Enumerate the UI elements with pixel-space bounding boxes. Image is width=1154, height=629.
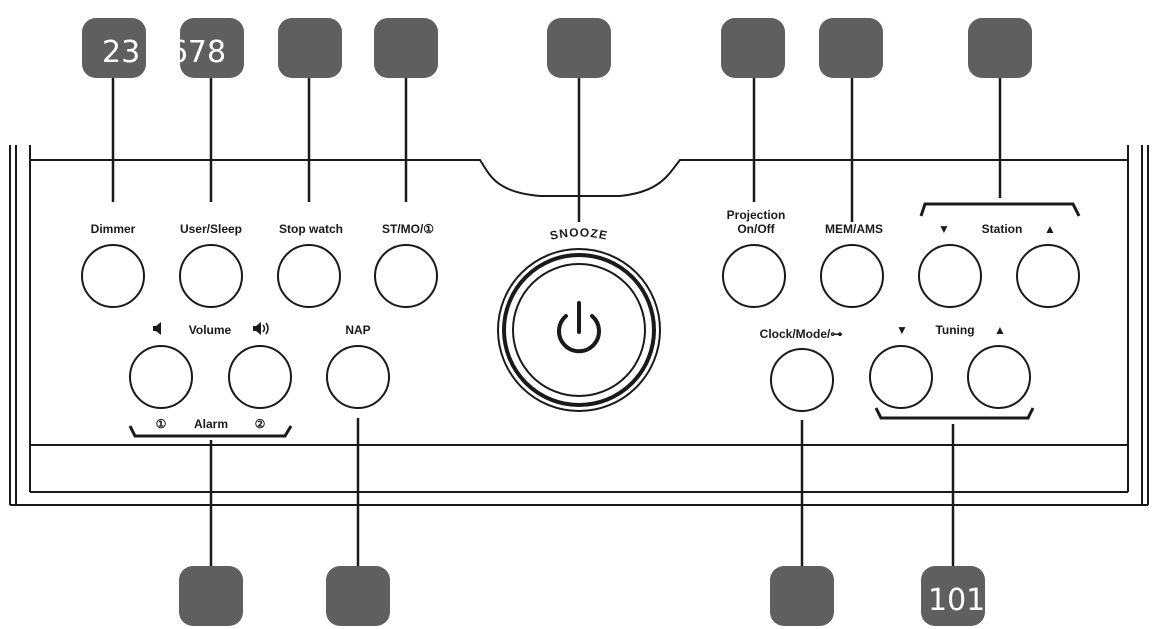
callout-box-12-text: 101 bbox=[928, 583, 985, 618]
station-label: Station bbox=[982, 222, 1023, 236]
speaker-low-icon bbox=[153, 322, 161, 335]
station-up-button[interactable] bbox=[1016, 244, 1080, 308]
nap-button[interactable] bbox=[326, 345, 390, 409]
mem-ams-label: MEM/AMS bbox=[825, 222, 883, 236]
st-mo-label: ST/MO/① bbox=[382, 222, 434, 236]
leader-lines bbox=[111, 62, 1002, 582]
snooze-button[interactable] bbox=[497, 248, 661, 412]
dimmer-label: Dimmer bbox=[91, 222, 136, 236]
callout-box-10 bbox=[326, 566, 390, 626]
clock-mode-label: Clock/Mode/⊶ bbox=[760, 327, 843, 341]
callout-box-1 bbox=[82, 18, 146, 78]
alarm-label: Alarm bbox=[194, 417, 228, 431]
dimmer-button[interactable] bbox=[81, 244, 145, 308]
callouts-top bbox=[82, 18, 1032, 78]
volume-down-alarm1-button[interactable] bbox=[129, 345, 193, 409]
callout-overlap-text: 23 5678 bbox=[102, 35, 226, 70]
volume-up-alarm2-button[interactable] bbox=[228, 345, 292, 409]
buttons bbox=[81, 244, 1080, 412]
tuning-up-button[interactable] bbox=[967, 345, 1031, 409]
power-icon bbox=[557, 301, 601, 354]
callouts-bottom bbox=[179, 566, 985, 626]
user-sleep-button[interactable] bbox=[179, 244, 243, 308]
user-sleep-label: User/Sleep bbox=[180, 222, 242, 236]
station-down-arrow: ▼ bbox=[938, 222, 950, 236]
callout-box-8 bbox=[968, 18, 1032, 78]
alarm-2-label: ② bbox=[255, 417, 266, 431]
volume-label: Volume bbox=[189, 323, 232, 337]
stop-watch-label: Stop watch bbox=[279, 222, 343, 236]
tuning-down-button[interactable] bbox=[869, 345, 933, 409]
speaker-high-icon bbox=[253, 322, 269, 335]
callout-box-4 bbox=[374, 18, 438, 78]
callout-box-3 bbox=[278, 18, 342, 78]
nap-label: NAP bbox=[345, 323, 370, 337]
callout-box-12 bbox=[921, 566, 985, 626]
snooze-label: SNOOZE bbox=[549, 225, 610, 242]
mem-ams-button[interactable] bbox=[820, 244, 884, 308]
callout-box-11 bbox=[770, 566, 834, 626]
callout-box-2 bbox=[180, 18, 244, 78]
projection-button[interactable] bbox=[722, 244, 786, 308]
alarm-1-label: ① bbox=[156, 417, 167, 431]
callout-box-5 bbox=[547, 18, 611, 78]
device-housing bbox=[9, 145, 1149, 506]
callout-box-7 bbox=[819, 18, 883, 78]
tuning-label: Tuning bbox=[935, 323, 974, 337]
projection-label-line1: Projection bbox=[727, 208, 786, 222]
button-labels: Dimmer User/Sleep Stop watch ST/MO/① Pro… bbox=[91, 208, 1056, 431]
callout-box-9 bbox=[179, 566, 243, 626]
st-mo-button[interactable] bbox=[374, 244, 438, 308]
station-down-button[interactable] bbox=[918, 244, 982, 308]
projection-label-line2: On/Off bbox=[737, 222, 775, 236]
station-up-arrow: ▲ bbox=[1044, 222, 1056, 236]
tuning-down-arrow: ▼ bbox=[896, 323, 908, 337]
tuning-up-arrow: ▲ bbox=[994, 323, 1006, 337]
clock-mode-button[interactable] bbox=[770, 348, 834, 412]
stop-watch-button[interactable] bbox=[277, 244, 341, 308]
callout-box-6 bbox=[721, 18, 785, 78]
brackets bbox=[128, 202, 1081, 438]
